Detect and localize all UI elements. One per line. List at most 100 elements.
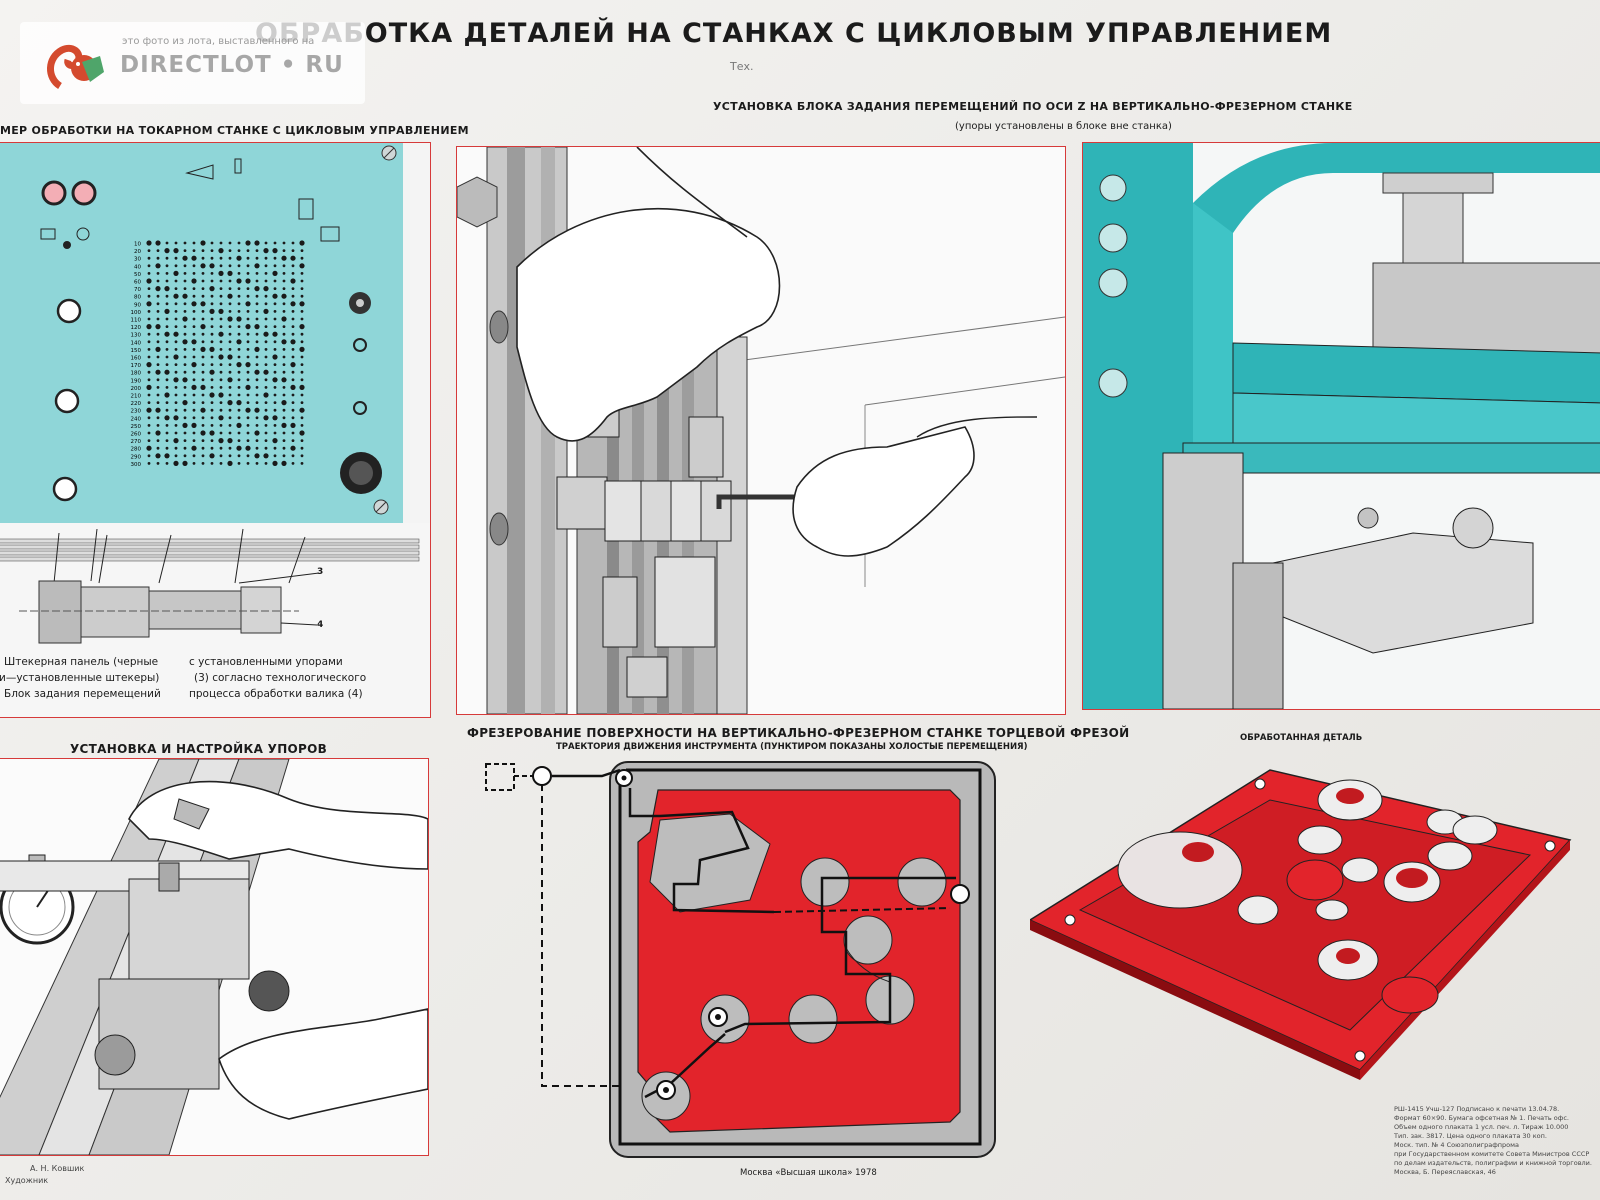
plug-row-number: 270 [131, 439, 142, 445]
plug-installed [209, 392, 215, 398]
plug-socket [291, 393, 295, 397]
plug-socket [300, 462, 304, 465]
plug-socket [201, 249, 205, 252]
setup-section-title: УСТАНОВКА И НАСТРОЙКА УПОРОВ [70, 742, 328, 756]
plug-socket [273, 279, 277, 283]
plug-socket [282, 287, 286, 290]
plug-installed [263, 392, 269, 398]
plug-socket [291, 439, 295, 442]
plug-installed [155, 369, 161, 375]
plug-socket [174, 363, 178, 366]
plug-socket [147, 272, 151, 275]
plug-installed [173, 354, 179, 360]
plug-installed [245, 324, 251, 330]
plug-socket [174, 317, 178, 321]
plug-socket [228, 241, 232, 245]
plug-socket [156, 279, 160, 283]
plug-installed [290, 445, 296, 451]
plug-socket [165, 241, 169, 245]
plug-installed [155, 263, 161, 269]
plug-socket [264, 302, 268, 306]
plug-installed [209, 369, 215, 375]
plug-socket [210, 408, 214, 412]
plug-installed [227, 293, 233, 299]
plug-socket [237, 386, 241, 389]
plug-installed [173, 377, 179, 383]
plug-installed [272, 415, 278, 421]
plug-installed [173, 270, 179, 276]
plug-socket [192, 310, 196, 313]
plug-socket [147, 416, 151, 420]
plug-socket [273, 424, 277, 427]
plug-installed [191, 384, 197, 390]
plug-installed [182, 316, 188, 322]
plug-socket [147, 355, 151, 359]
plug-socket [210, 378, 214, 382]
plug-installed [182, 400, 188, 406]
plug-installed [299, 263, 305, 269]
plug-socket [246, 332, 250, 336]
plug-row-number: 50 [134, 272, 141, 278]
plug-socket [300, 370, 304, 374]
plug-socket [147, 256, 151, 260]
plug-installed [245, 445, 251, 451]
plug-socket [174, 279, 178, 283]
plug-installed [272, 331, 278, 337]
plug-socket [201, 378, 205, 382]
plug-socket [264, 386, 268, 389]
plug-row-number: 160 [131, 356, 142, 362]
plug-installed [155, 453, 161, 459]
plug-socket [219, 363, 223, 366]
plug-socket [147, 310, 151, 313]
plug-row-number: 170 [131, 363, 142, 369]
plug-socket [300, 454, 304, 458]
plug-socket [246, 439, 250, 442]
plug-installed [146, 301, 152, 307]
plug-socket [210, 279, 214, 283]
plug-socket [246, 249, 250, 252]
plug-installed [227, 270, 233, 276]
plug-installed [200, 301, 206, 307]
plug-socket [273, 310, 277, 313]
plug-socket [165, 279, 169, 283]
plug-socket [183, 408, 187, 412]
plug-row-number: 180 [131, 371, 142, 377]
plug-socket [246, 370, 250, 374]
plug-socket [264, 340, 268, 344]
plug-socket [147, 287, 151, 290]
plug-socket [183, 310, 187, 313]
plug-installed [299, 430, 305, 436]
plug-socket [183, 287, 187, 290]
plug-socket [264, 348, 268, 351]
plug-installed [254, 430, 260, 436]
plug-installed [218, 392, 224, 398]
plug-socket [201, 317, 205, 321]
plug-socket [156, 332, 160, 336]
plug-socket [192, 348, 196, 351]
plug-socket [300, 287, 304, 290]
plug-installed [191, 278, 197, 284]
plug-installed [245, 407, 251, 413]
plug-socket [264, 317, 268, 321]
plug-installed [146, 362, 152, 368]
callout-4: 4 [317, 620, 324, 630]
plug-installed [209, 308, 215, 314]
plug-socket [201, 454, 205, 458]
plug-socket [192, 249, 196, 252]
plug-socket [291, 264, 295, 268]
plug-socket [237, 416, 241, 420]
plug-socket [273, 302, 277, 306]
plug-socket [237, 264, 241, 268]
plug-installed [227, 316, 233, 322]
plug-socket [300, 393, 304, 397]
plug-socket [210, 325, 214, 328]
milling-machine-frame [1082, 142, 1600, 710]
plug-socket [147, 378, 151, 382]
plug-socket [192, 294, 196, 298]
plug-installed [164, 369, 170, 375]
plug-socket [237, 408, 241, 412]
plug-row-number: 130 [131, 333, 142, 339]
plug-row-number: 300 [131, 462, 142, 468]
plug-installed [281, 339, 287, 345]
plug-socket [264, 462, 268, 465]
